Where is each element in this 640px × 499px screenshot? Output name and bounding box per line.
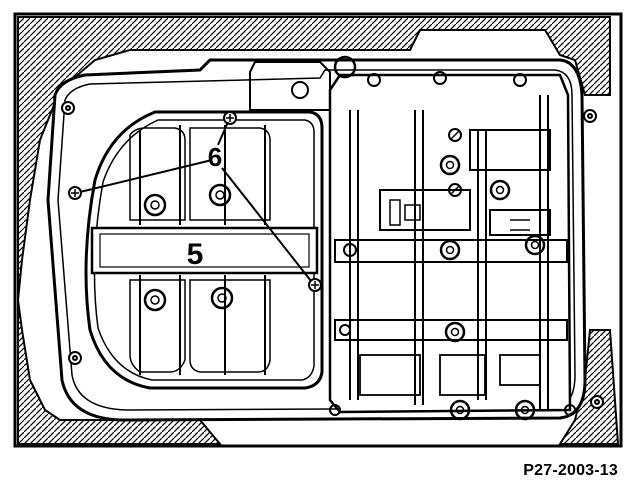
case-bolts [61, 101, 604, 409]
callout-leader-lines [79, 121, 312, 282]
filter-screws [68, 111, 322, 292]
valve-body [249, 55, 576, 421]
filter-assembly [84, 110, 324, 390]
figure-code: P27-2003-13 [523, 462, 618, 479]
callout-6-label: 6 [208, 142, 222, 172]
housing-background [17, 16, 620, 445]
callout-5-label: 5 [187, 238, 204, 271]
